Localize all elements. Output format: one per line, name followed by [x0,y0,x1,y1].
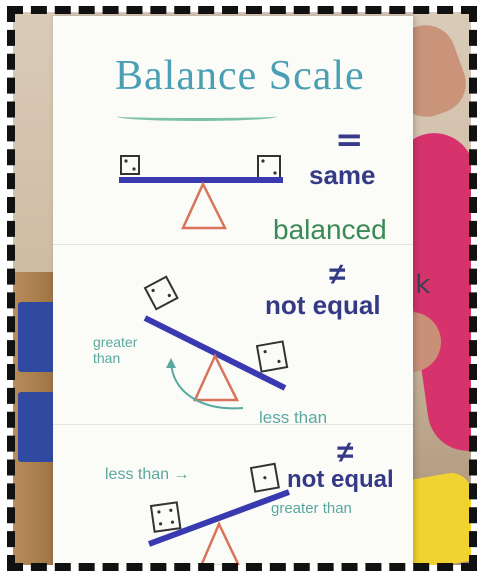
dice-right [257,155,281,179]
greater-than-label: greater than [93,334,138,366]
equals-symbol: = [335,120,364,160]
tilted-beam-1 [143,315,287,391]
not-equal-label-2: not equal [287,466,394,493]
not-equal-symbol-2: ≠ [337,436,354,469]
tilted-beam-2 [147,489,291,547]
title-underline [117,112,277,121]
fulcrum-triangle-3 [200,520,240,565]
balance-scale-drawings [119,155,291,565]
dice-left [120,155,140,175]
balanced-scale-diagram [119,155,283,230]
poster-title: Balance Scale [115,53,365,99]
greater-than-label-2: greater than [271,500,352,517]
less-than-arrow-label: less than → [105,466,190,483]
balanced-label: balanced [273,214,387,245]
classroom-photo: lk [13,12,471,565]
poster-fold [53,424,413,425]
poster-fold [53,244,413,245]
anchor-chart-poster: Balance Scale = same balanced ≠ not equa… [53,16,413,565]
not-equal-symbol: ≠ [329,258,346,291]
not-equal-label: not equal [265,290,381,320]
less-than-label: less than [259,408,328,427]
fulcrum-triangle [181,181,228,230]
fulcrum-triangle-2 [193,353,240,402]
background-sign-text: lk [408,270,431,300]
tilted-scale-diagram-1 [143,275,289,410]
same-label: same [309,160,376,190]
tilted-scale-diagram-2 [147,462,291,565]
